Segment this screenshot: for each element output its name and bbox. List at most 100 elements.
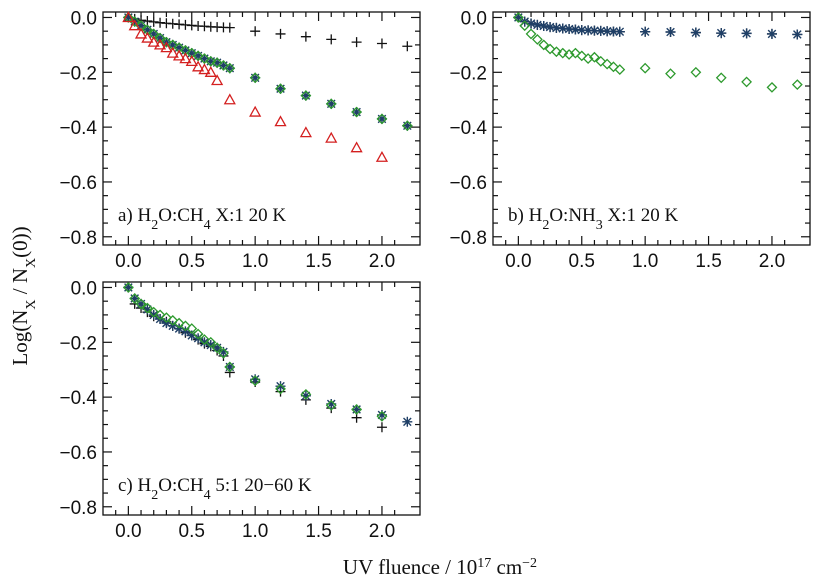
data-point-star <box>300 390 311 401</box>
y-axis-label: Log(NX / NX(0)) <box>8 226 39 365</box>
data-point-star <box>174 42 185 53</box>
data-point-star <box>199 337 210 348</box>
data-point-triangle <box>166 46 179 58</box>
data-point-diamond <box>154 309 166 321</box>
x-tick-label: 0.0 <box>505 251 531 272</box>
y-tick-label: −0.2 <box>449 63 487 84</box>
data-point-diamond <box>224 62 236 74</box>
data-point-diamond <box>531 33 543 45</box>
data-point-diamond <box>608 61 619 73</box>
data-point-triangle <box>204 65 217 77</box>
plot-frame <box>102 11 421 246</box>
data-point-diamond <box>601 58 613 70</box>
data-point-star <box>167 39 178 50</box>
ylabel-part: Log(N <box>8 310 32 366</box>
data-point-star <box>583 25 594 36</box>
data-point-triangle <box>141 31 154 43</box>
data-point-diamond <box>351 404 363 415</box>
ylabel-subscript: X <box>24 258 39 268</box>
y-tick-label: −0.2 <box>59 63 97 84</box>
data-point-star <box>741 28 752 39</box>
data-point-triangle <box>299 126 312 138</box>
data-point-star <box>167 320 178 331</box>
data-point-diamond <box>211 57 223 69</box>
data-point-star <box>205 340 216 351</box>
data-point-diamond <box>129 293 141 304</box>
data-point-diamond <box>639 62 651 74</box>
data-point-diamond <box>582 53 594 65</box>
data-point-diamond <box>550 46 562 58</box>
data-point-star <box>526 18 537 29</box>
data-point-star <box>513 12 524 23</box>
data-point-star <box>690 27 701 38</box>
panel-label-subscript: 3 <box>596 218 603 233</box>
data-point-diamond <box>129 16 141 28</box>
panel-label-part: O:NH <box>549 205 596 226</box>
data-point-plus <box>351 37 362 48</box>
panel-label-part: c) H <box>118 475 152 496</box>
x-tick-label: 0.5 <box>179 521 205 542</box>
data-point-triangle <box>325 131 338 143</box>
data-point-triangle <box>179 52 192 64</box>
data-point-plus <box>300 31 311 42</box>
data-point-star <box>148 309 159 320</box>
data-point-star <box>136 298 147 309</box>
panel-label-part: X:1 20 K <box>211 205 287 226</box>
data-point-diamond <box>148 306 160 318</box>
data-point-star <box>205 56 216 67</box>
data-point-diamond <box>376 410 388 422</box>
data-point-plus <box>224 22 235 33</box>
data-point-star <box>142 24 153 35</box>
data-point-star <box>275 381 286 392</box>
panel-label-part: X:1 20 K <box>603 205 679 226</box>
x-tick-label: 0.5 <box>569 251 595 272</box>
data-point-diamond <box>224 361 236 373</box>
data-point-diamond <box>665 68 676 80</box>
data-point-star <box>250 72 261 83</box>
panel-label-b: b) H2O:NH3 X:1 20 K <box>508 205 679 233</box>
data-point-star <box>180 326 191 337</box>
data-point-star <box>155 33 166 44</box>
series-star <box>123 282 413 427</box>
data-point-star <box>608 26 619 37</box>
data-point-diamond <box>167 314 179 326</box>
data-point-triangle <box>153 38 167 50</box>
data-point-star <box>402 416 413 427</box>
data-point-diamond <box>300 90 312 102</box>
data-point-star <box>557 23 568 34</box>
data-point-star <box>250 374 261 385</box>
x-tick-label: 2.0 <box>369 521 395 542</box>
x-tick-label: 1.5 <box>695 251 721 272</box>
data-point-star <box>161 318 172 329</box>
data-point-star <box>595 25 606 36</box>
panel-label-part: O:CH <box>158 475 204 496</box>
data-point-star <box>142 304 153 315</box>
panel-label-subscript: 4 <box>204 218 211 233</box>
data-point-diamond <box>211 342 223 354</box>
y-tick-label: 0.0 <box>461 8 487 29</box>
data-point-triangle <box>249 105 262 117</box>
y-tick-label: 0.0 <box>71 8 97 29</box>
x-axis-label: UV fluence / 1017 cm−2 <box>343 555 537 579</box>
data-point-diamond <box>512 12 524 23</box>
xlabel-part: cm <box>491 555 522 579</box>
ylabel-subscript: X <box>24 299 39 309</box>
data-point-star <box>199 53 210 64</box>
data-point-diamond <box>544 43 556 55</box>
data-point-plus <box>275 28 286 39</box>
data-point-star <box>640 26 651 37</box>
series-plus <box>123 282 387 433</box>
data-point-triangle <box>350 141 363 153</box>
data-point-star <box>123 282 134 293</box>
panel-label-part: 5:1 20−60 K <box>211 475 312 496</box>
data-point-plus <box>250 26 261 37</box>
data-point-star <box>326 98 337 109</box>
data-point-diamond <box>766 81 778 93</box>
data-point-star <box>129 293 140 304</box>
data-point-diamond <box>715 72 727 84</box>
x-tick-label: 1.0 <box>242 521 268 542</box>
data-point-diamond <box>614 64 626 75</box>
